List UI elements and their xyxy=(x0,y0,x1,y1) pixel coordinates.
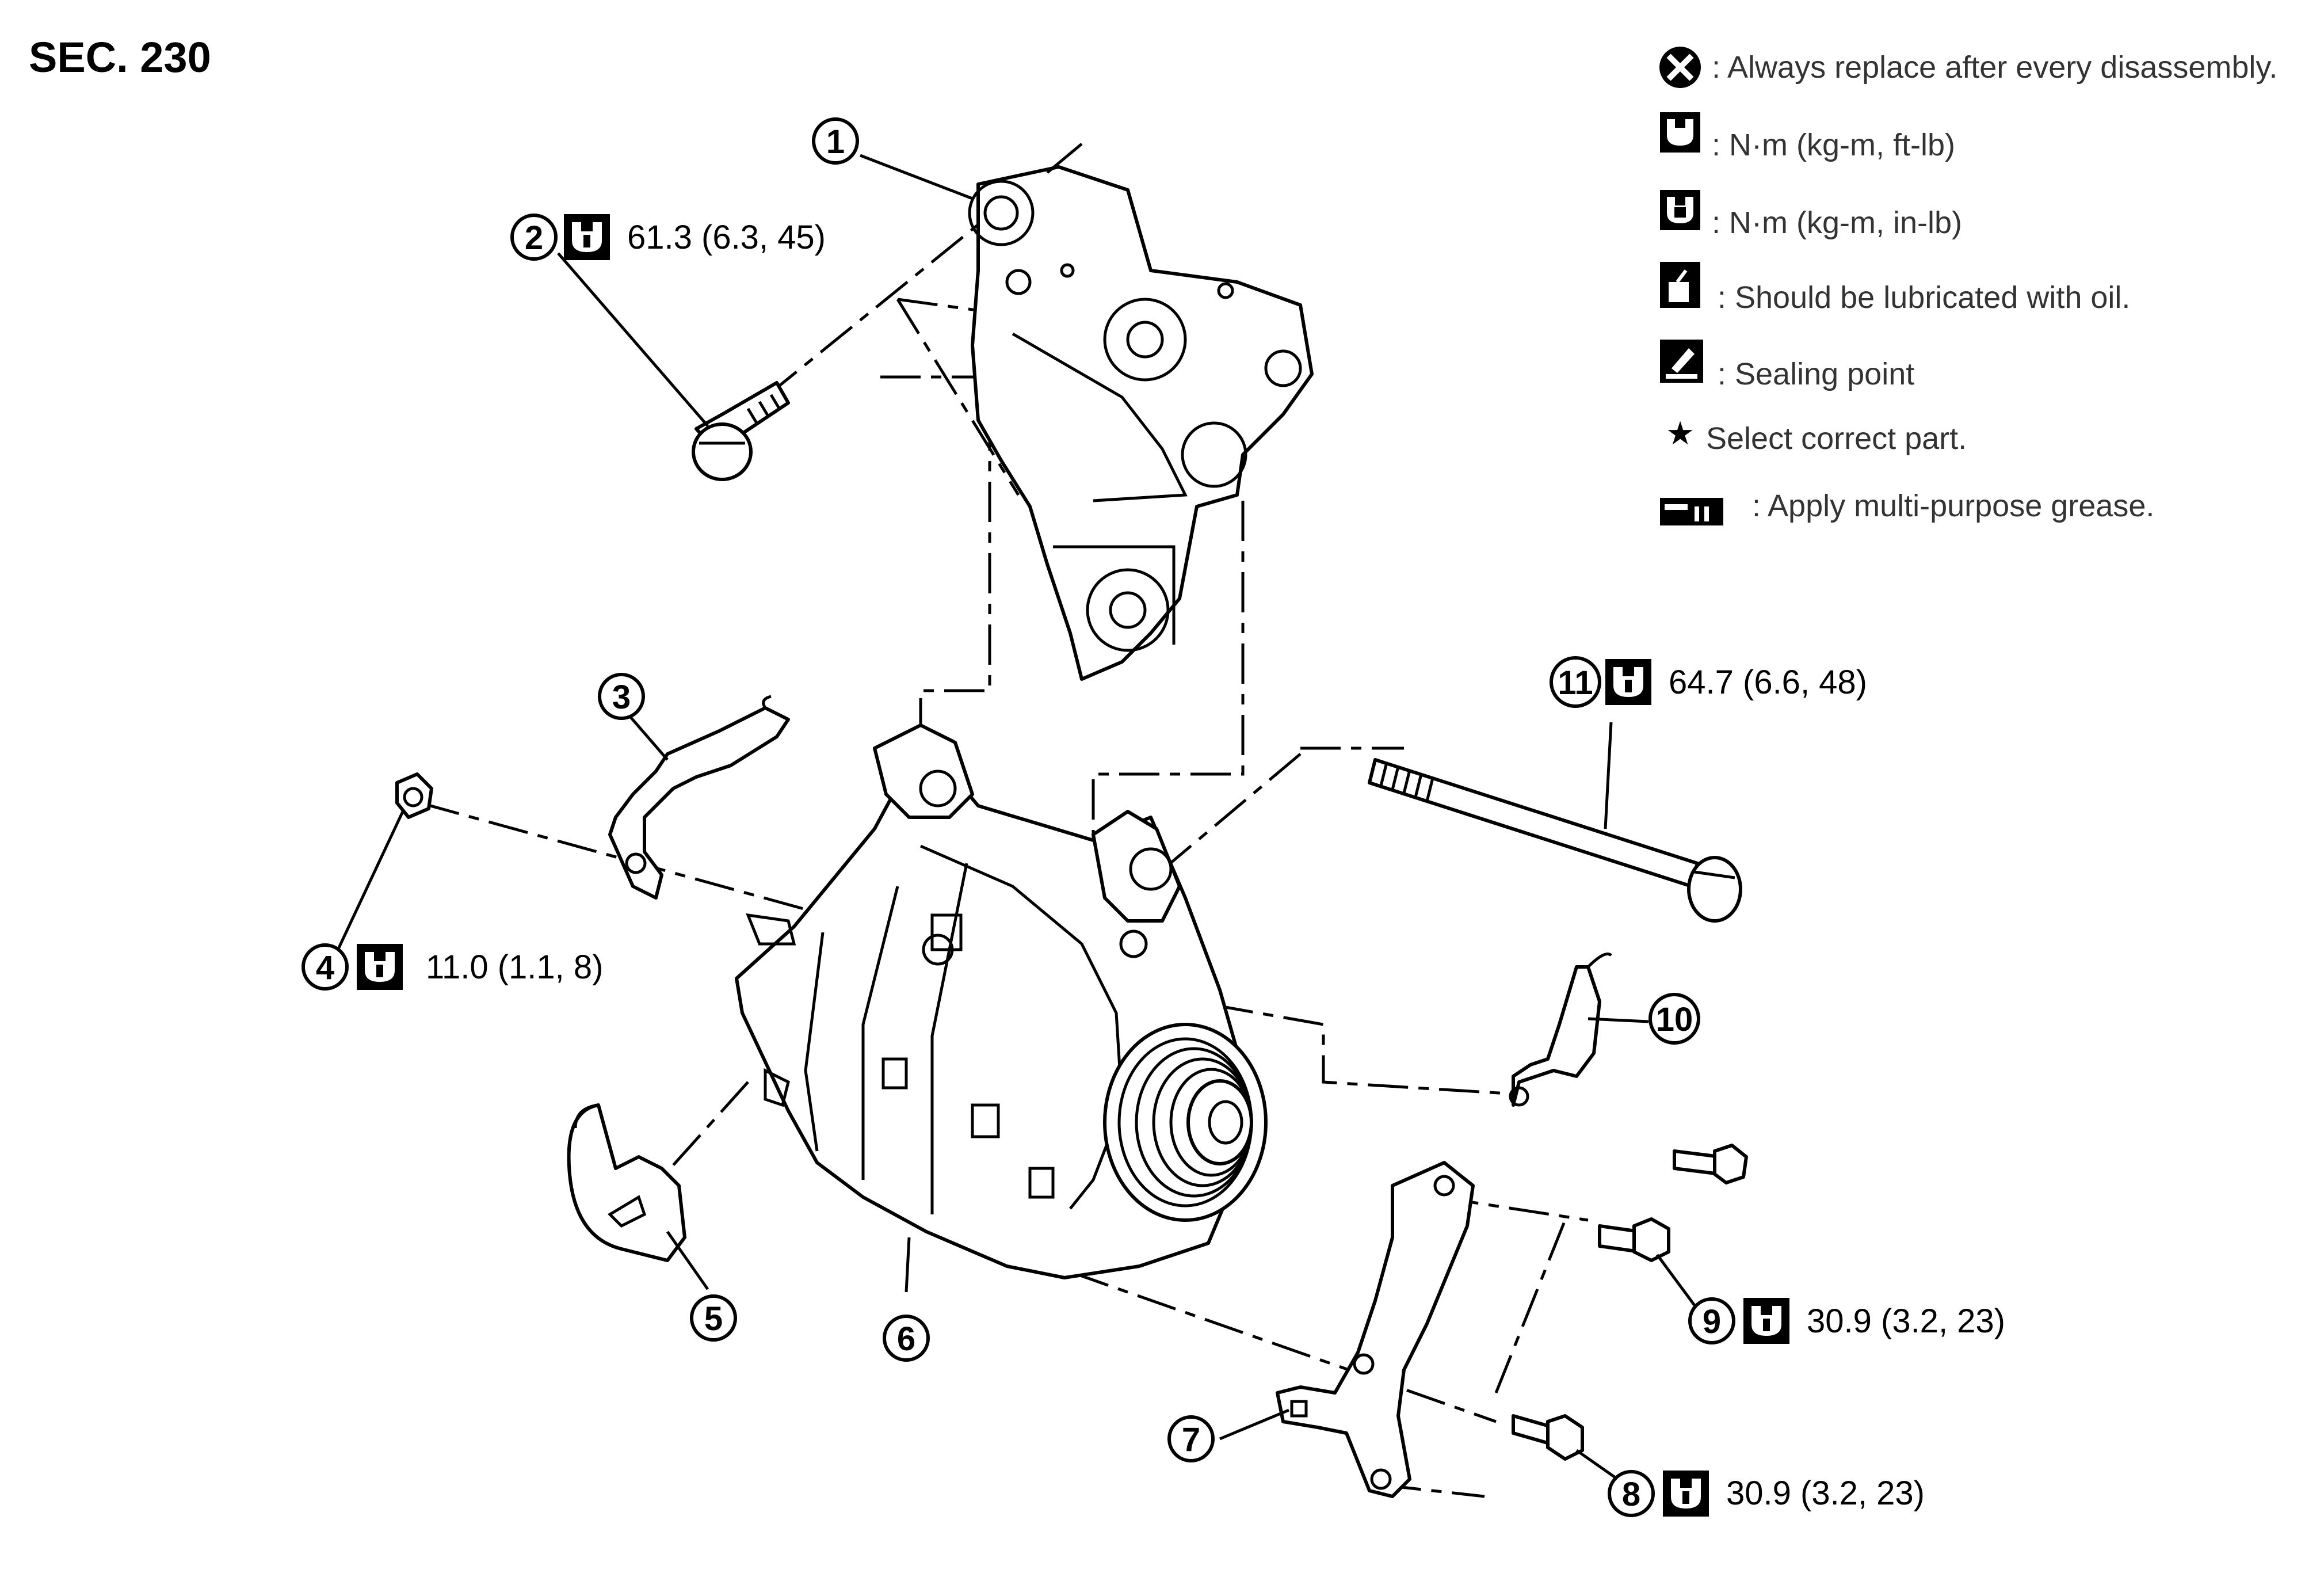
alternator-bracket xyxy=(968,143,1314,681)
legend-text-4: : Should be lubricated with oil. xyxy=(1718,280,2130,315)
sealing-point-icon xyxy=(1660,340,1703,383)
section-title: SEC. 230 xyxy=(29,33,211,81)
torque-wrench-inlb-icon xyxy=(1660,190,1700,230)
legend-text-2: : N·m (kg-m, ft-lb) xyxy=(1712,128,1955,162)
callout-2: 2 61.3 (6.3, 45) xyxy=(510,214,826,261)
callout-5: 5 xyxy=(690,1294,737,1342)
svg-text:11: 11 xyxy=(1558,664,1593,702)
oil-can-icon xyxy=(1660,262,1700,308)
legend-text-3: : N·m (kg-m, in-lb) xyxy=(1712,205,1962,240)
bolt-2 xyxy=(692,381,790,481)
bolt-bracket-10 xyxy=(1673,1144,1748,1184)
callout-4: 4 11.0 (1.1, 8) xyxy=(302,943,603,991)
torque-wrench-icon xyxy=(1743,1298,1789,1344)
torque-wrench-icon xyxy=(1663,1471,1709,1517)
torque-value-8: 30.9 (3.2, 23) xyxy=(1726,1475,1925,1512)
bracket-10 xyxy=(1509,953,1612,1107)
svg-text:1: 1 xyxy=(826,123,845,161)
torque-wrench-icon xyxy=(564,214,610,260)
callout-3: 3 xyxy=(598,673,645,720)
always-replace-icon xyxy=(1659,47,1701,88)
svg-text:9: 9 xyxy=(1703,1303,1721,1340)
rear-bracket-7 xyxy=(1276,1161,1475,1498)
alternator-pulley xyxy=(1103,1023,1268,1222)
svg-text:7: 7 xyxy=(1182,1421,1200,1458)
callout-6: 6 xyxy=(883,1315,930,1362)
alternator xyxy=(735,723,1268,1279)
torque-wrench-icon xyxy=(357,944,403,990)
torque-value-11: 64.7 (6.6, 48) xyxy=(1669,664,1867,701)
harness-bracket-3 xyxy=(608,695,790,900)
connector-5 xyxy=(567,1103,686,1262)
svg-text:4: 4 xyxy=(316,949,334,986)
callout-1: 1 xyxy=(812,117,859,165)
legend: : Always replace after every disassembly… xyxy=(1659,47,2277,525)
grease-icon xyxy=(1660,498,1723,525)
svg-text:2: 2 xyxy=(525,219,543,257)
legend-text-6: Select correct part. xyxy=(1706,421,1967,456)
bolt-11 xyxy=(1368,758,1742,923)
legend-text-1: : Always replace after every disassembly… xyxy=(1712,50,2277,85)
bolt-8 xyxy=(1512,1414,1584,1461)
torque-value-9: 30.9 (3.2, 23) xyxy=(1807,1302,2005,1340)
callout-7: 7 xyxy=(1167,1415,1215,1462)
callout-10: 10 xyxy=(1648,993,1700,1045)
torque-wrench-icon xyxy=(1605,659,1651,705)
bolt-9 xyxy=(1598,1217,1670,1262)
star-icon: ★ xyxy=(1666,415,1695,452)
legend-text-7: : Apply multi-purpose grease. xyxy=(1752,489,2154,523)
torque-value-4: 11.0 (1.1, 8) xyxy=(426,949,603,986)
callout-8: 8 30.9 (3.2, 23) xyxy=(1608,1470,1925,1517)
torque-wrench-icon xyxy=(1660,112,1700,153)
svg-text:5: 5 xyxy=(704,1300,723,1338)
callout-11: 11 64.7 (6.6, 48) xyxy=(1550,656,1867,708)
svg-text:8: 8 xyxy=(1622,1476,1640,1513)
callout-9: 9 30.9 (3.2, 23) xyxy=(1688,1297,2005,1344)
svg-text:10: 10 xyxy=(1656,1001,1693,1038)
legend-text-5: : Sealing point xyxy=(1718,357,1914,391)
nut-4 xyxy=(395,772,433,819)
svg-text:6: 6 xyxy=(897,1320,915,1358)
svg-text:3: 3 xyxy=(612,679,631,716)
torque-value-2: 61.3 (6.3, 45) xyxy=(627,219,826,256)
